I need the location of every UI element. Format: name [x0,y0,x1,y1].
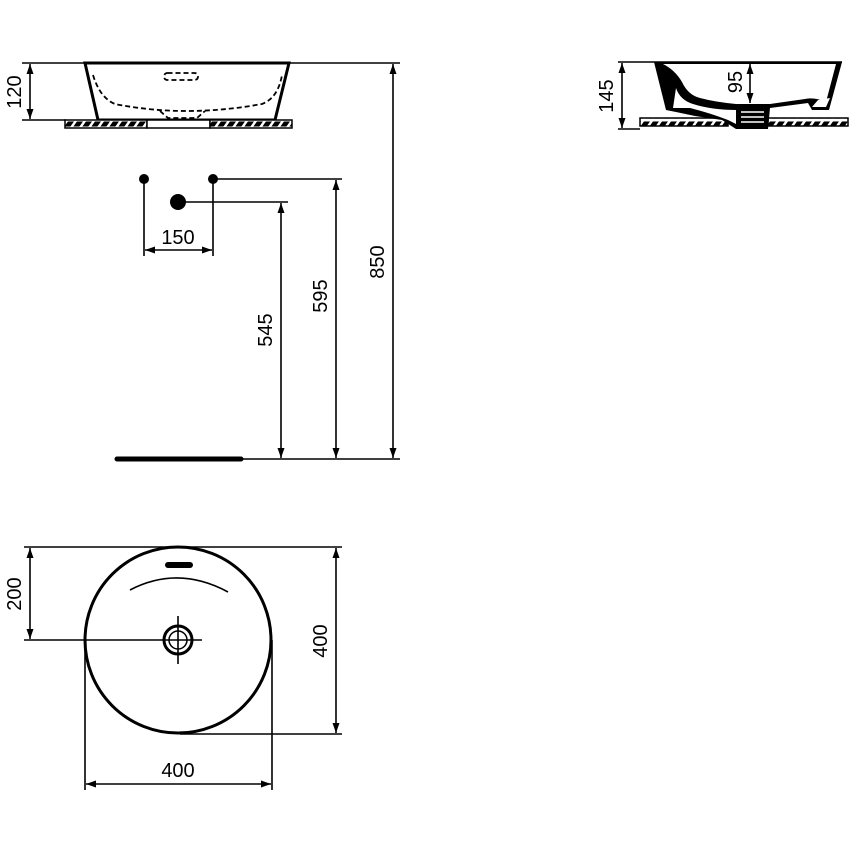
basin-foot-cavity-right [812,98,830,107]
basin-foot-cavity [673,88,736,124]
basin-rim-outline [83,545,273,735]
tap-spacing-dimension-label: 150 [161,227,194,249]
left-tap-point-icon [139,174,149,184]
overflow-slot-icon [165,562,193,568]
basin-inner-hidden-line [92,74,283,112]
countertop-left-section [64,119,148,129]
side-countertop-right [767,117,849,127]
side-countertop-left [639,117,729,127]
bowl-edge-arc [129,577,229,593]
countertop-right-section [209,119,293,129]
plan-view: 200 400 400 [4,545,342,790]
installation-heights-view: 150 545 595 850 [114,64,400,462]
countertop-height-dimension-label: 850 [367,245,389,278]
height-dimension-label: 120 [4,75,26,108]
tap-height-dimension-label: 595 [310,279,332,312]
inner-depth-dimension-label: 95 [725,71,747,93]
width-dimension-label: 400 [161,760,194,782]
drain-hidden-outline [159,110,206,119]
waste-height-dimension-label: 545 [255,313,277,346]
basin-outline [83,61,291,122]
total-height-dimension-label: 145 [596,79,618,112]
countertop-cutout [146,119,211,129]
overflow-hidden-outline [163,72,199,81]
side-section-view: 145 95 [596,61,849,130]
center-offset-dimension-label: 200 [4,577,26,610]
front-elevation-view: 120 [4,61,400,129]
depth-dimension-label: 400 [310,624,332,657]
